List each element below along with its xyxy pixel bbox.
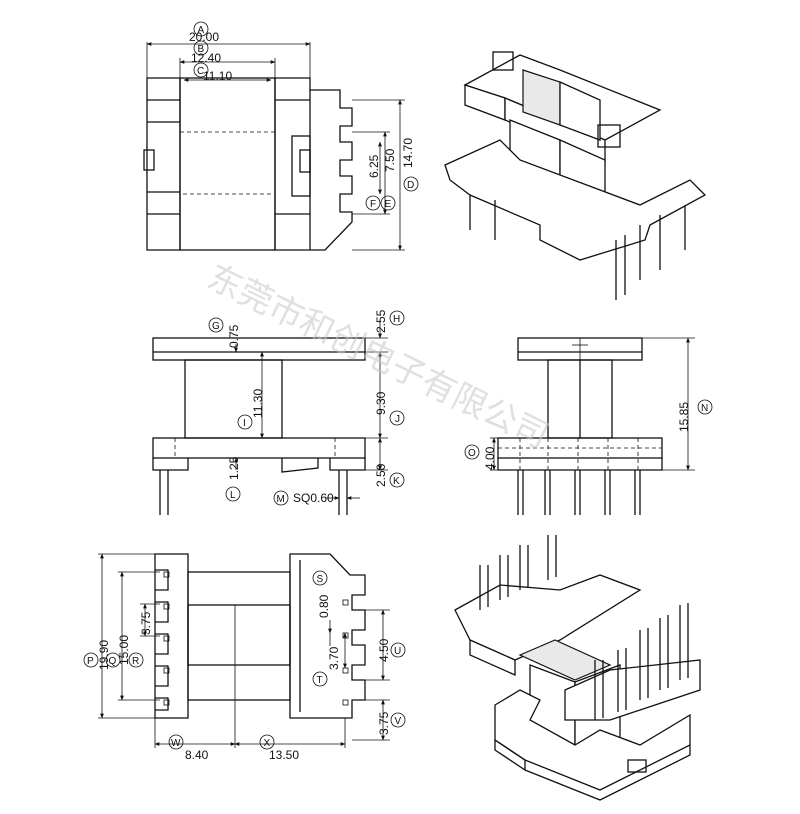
dim-v-value: 3.75 (377, 711, 391, 735)
svg-text:E: E (385, 199, 392, 210)
svg-text:L: L (230, 490, 236, 501)
top-view: 20.00 12.40 11.10 14.70 7.50 6.25 A B C … (143, 21, 419, 251)
label-o: O (464, 444, 480, 460)
label-i: I (237, 414, 253, 430)
svg-text:R: R (132, 656, 139, 667)
svg-text:S: S (317, 574, 324, 585)
iso-view-top (444, 51, 707, 300)
label-d: D (403, 176, 419, 192)
bottom-view: 19.90 15.00 3.75 0.80 3.70 4.50 3.75 8.4… (83, 553, 406, 762)
label-p: P (83, 652, 99, 668)
svg-text:I: I (243, 418, 246, 429)
label-f: F (365, 195, 381, 211)
svg-text:B: B (198, 44, 205, 55)
label-m: M (273, 490, 289, 506)
label-r: R (128, 652, 144, 668)
dim-f-value: 6.25 (367, 154, 381, 178)
dim-m-value: SQ0.60 (293, 491, 334, 505)
svg-text:东莞市和创电子有限公司: 东莞市和创电子有限公司 (201, 257, 555, 457)
dim-q-value: 15.00 (117, 635, 131, 665)
dim-x-value: 13.50 (269, 748, 299, 762)
dim-e-value: 7.50 (383, 148, 397, 172)
svg-text:X: X (264, 738, 271, 749)
dim-j-value: 9.30 (374, 391, 388, 415)
label-s: S (312, 570, 328, 586)
dim-r-value: 3.75 (139, 611, 153, 635)
label-v: V (390, 712, 406, 728)
svg-text:J: J (395, 414, 400, 425)
dim-h-value: 2.55 (374, 309, 388, 333)
dim-g-value: 0.75 (227, 324, 241, 348)
dim-u-value: 4.50 (377, 638, 391, 662)
dim-o-value: 4.00 (483, 446, 497, 470)
dim-l-value: 1.25 (227, 456, 241, 480)
label-x: X (259, 734, 275, 750)
label-u: U (390, 642, 406, 658)
svg-text:P: P (87, 656, 94, 667)
svg-text:T: T (317, 675, 323, 686)
svg-text:D: D (407, 180, 414, 191)
watermark: 东莞市和创电子有限公司 (201, 257, 555, 457)
dim-t-value: 3.70 (327, 646, 341, 670)
iso-view-bottom (454, 535, 701, 801)
svg-text:H: H (393, 314, 400, 325)
label-k: K (389, 472, 405, 488)
label-q: Q (105, 652, 121, 668)
svg-text:F: F (370, 199, 376, 210)
dim-c-value: 11.10 (203, 69, 232, 83)
label-h: H (389, 310, 405, 326)
svg-text:N: N (701, 403, 708, 414)
svg-text:Q: Q (109, 656, 117, 667)
svg-text:G: G (212, 321, 220, 332)
label-t: T (312, 671, 328, 687)
svg-text:O: O (468, 448, 476, 459)
label-l: L (225, 486, 241, 502)
label-j: J (389, 410, 405, 426)
label-w: W (168, 734, 184, 750)
svg-text:V: V (395, 716, 402, 727)
label-c: C (193, 62, 209, 78)
dim-n-value: 15.85 (677, 402, 691, 432)
svg-text:C: C (197, 66, 204, 77)
label-e: E (380, 195, 396, 211)
label-n: N (697, 399, 713, 415)
svg-text:W: W (171, 738, 181, 749)
label-a: A (193, 21, 209, 37)
svg-text:M: M (277, 494, 285, 505)
svg-text:U: U (394, 646, 401, 657)
side-view: 15.85 4.00 N O (464, 337, 713, 515)
dim-a-value: 20.00 (189, 30, 219, 44)
dim-w-value: 8.40 (185, 748, 209, 762)
dim-k-value: 2.50 (374, 463, 388, 487)
dim-d-value: 14.70 (401, 138, 415, 168)
label-g: G (208, 317, 224, 333)
label-b: B (193, 40, 209, 56)
front-view: 0.75 2.55 11.30 9.30 2.50 1.25 SQ0.60 G … (152, 309, 405, 515)
svg-text:K: K (393, 476, 400, 487)
svg-text:A: A (198, 25, 205, 36)
dim-p-value: 19.90 (97, 640, 111, 670)
dim-i-value: 11.30 (251, 389, 265, 418)
dim-s-value: 0.80 (317, 594, 331, 618)
